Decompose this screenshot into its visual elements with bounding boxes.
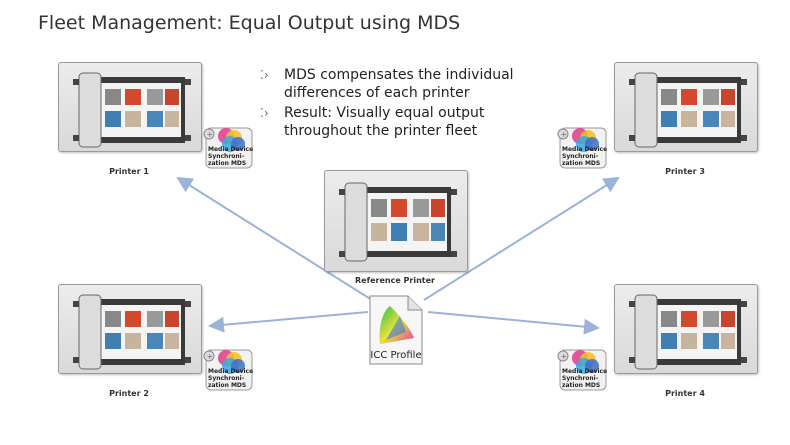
printer-4-label: Printer 4	[665, 389, 705, 398]
mds-color-icon: +	[557, 349, 607, 391]
printer-2-icon	[73, 294, 191, 370]
printer-1-label: Printer 1	[109, 167, 149, 176]
arrow-to-printer-4	[427, 311, 600, 335]
icc-profile-label: ICC Profile	[370, 350, 422, 361]
svg-text:+: +	[561, 130, 568, 139]
svg-text:+: +	[561, 352, 568, 361]
icc-profile-icon	[369, 295, 423, 365]
mds-badge-label: Media Device Synchroni-zation MDS	[562, 368, 608, 389]
mds-color-icon: +	[557, 127, 607, 169]
reference-printer-icon	[339, 182, 457, 262]
svg-text:+: +	[207, 130, 214, 139]
arrow-to-printer-3	[423, 176, 620, 301]
mds-badge-printer-4: + Media Device Synchroni-zation MDS	[556, 344, 608, 392]
icc-profile-document: ICC Profile	[366, 294, 426, 366]
arrow-to-printer-2	[208, 311, 369, 333]
bullet-item: ⁚› Result: Visually equal output through…	[260, 104, 560, 140]
bullet-list: ⁚› MDS compensates the individual differ…	[260, 66, 560, 142]
mds-color-icon: +	[203, 349, 253, 391]
bullet-text: Result: Visually equal output throughout…	[284, 105, 485, 139]
printer-3-card	[614, 62, 758, 152]
mds-badge-printer-2: + Media Device Synchroni-zation MDS	[202, 344, 254, 392]
printer-1-card	[58, 62, 202, 152]
mds-color-icon: +	[203, 127, 253, 169]
printer-2-card	[58, 284, 202, 374]
bullet-item: ⁚› MDS compensates the individual differ…	[260, 66, 560, 102]
bullet-text: MDS compensates the individual differenc…	[284, 67, 514, 101]
bullet-marker-icon: ⁚›	[260, 68, 269, 82]
mds-badge-printer-1: + Media Device Synchroni-zation MDS	[202, 122, 254, 170]
mds-badge-label: Media Device Synchroni-zation MDS	[208, 368, 254, 389]
reference-printer-label: Reference Printer	[355, 276, 435, 285]
mds-badge-label: Media Device Synchroni-zation MDS	[208, 146, 254, 167]
bullet-marker-icon: ⁚›	[260, 106, 269, 120]
reference-printer-card	[324, 170, 468, 272]
printer-3-label: Printer 3	[665, 167, 705, 176]
page-title: Fleet Management: Equal Output using MDS	[38, 12, 461, 34]
printer-3-icon	[629, 72, 747, 148]
printer-4-card	[614, 284, 758, 374]
mds-badge-printer-3: + Media Device Synchroni-zation MDS	[556, 122, 608, 170]
printer-4-icon	[629, 294, 747, 370]
mds-badge-label: Media Device Synchroni-zation MDS	[562, 146, 608, 167]
arrow-to-printer-1	[176, 176, 373, 301]
printer-2-label: Printer 2	[109, 389, 149, 398]
svg-text:+: +	[207, 352, 214, 361]
printer-1-icon	[73, 72, 191, 148]
